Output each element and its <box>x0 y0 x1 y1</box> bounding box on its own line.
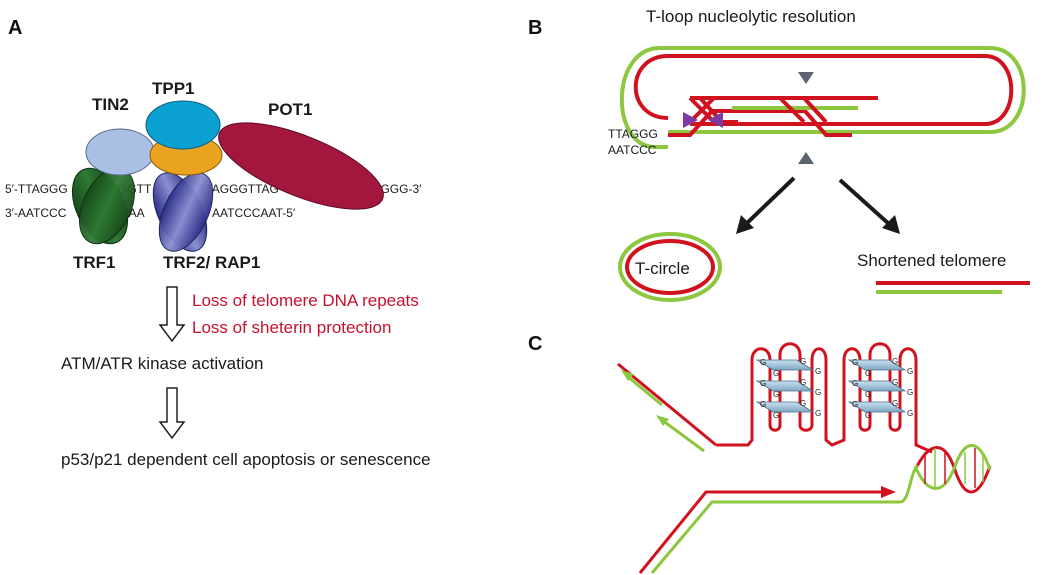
guanine-label: G <box>800 378 806 387</box>
purple-triangle-right <box>683 112 698 128</box>
bottom-red-arrowhead <box>881 486 896 498</box>
hollow-arrow-2 <box>158 387 186 440</box>
t-loop-green-loop <box>619 46 1026 149</box>
guanine-label: G <box>852 379 858 388</box>
sequence-top-fragment-1: 5′-TTAGGG <box>5 182 68 196</box>
guanine-label: G <box>773 411 779 420</box>
apoptosis-senescence-text: p53/p21 dependent cell apoptosis or sene… <box>61 450 431 469</box>
arrow-to-shortened-line <box>838 178 891 226</box>
left-green-strand-upper <box>626 374 663 407</box>
shortened-telomere-label: Shortened telomere <box>857 251 1006 270</box>
t-circle-red-ring <box>625 239 715 295</box>
g-quartet-plate <box>847 359 907 371</box>
sequence-bottom-fragment-3: AATCCCAAT-5′ <box>212 206 296 220</box>
panel-b: B T-loop nucleolytic resolution TTAGGG A… <box>528 7 1030 302</box>
bottom-green-strand <box>650 464 920 574</box>
t-circle-green-ring <box>618 232 722 302</box>
panel-b-letter: B <box>528 17 542 39</box>
bottom-red-strand <box>638 490 884 574</box>
g-quartet-plate <box>755 359 815 371</box>
trf2-rap1-label: TRF2/ RAP1 <box>163 253 260 272</box>
t-circle-label: T-circle <box>635 259 690 278</box>
guanine-label: G <box>852 400 858 409</box>
arrow-to-t-circle-head <box>736 215 754 234</box>
tpp1-label: TPP1 <box>152 79 195 98</box>
guanine-label: G <box>815 367 821 376</box>
g-quartet-plate <box>755 401 815 413</box>
g-quartet-plate <box>755 380 815 392</box>
guanine-label: G <box>800 357 806 366</box>
helix-green-strand <box>913 443 992 490</box>
guanine-label: G <box>852 358 858 367</box>
grey-triangle-top <box>798 72 814 84</box>
purple-triangle-left <box>708 112 723 128</box>
loss-shelterin-text: Loss of sheterin protection <box>192 318 391 337</box>
guanine-label: G <box>760 400 766 409</box>
pot1-shape <box>218 122 384 210</box>
t-loop-red-loop <box>633 54 1014 126</box>
arrow-to-shortened-head <box>882 215 900 234</box>
tin2-shape <box>85 128 155 176</box>
crossover-strand-left <box>690 96 738 124</box>
trf2-shape-2 <box>158 172 214 252</box>
guanine-label: G <box>815 409 821 418</box>
guanine-label: G <box>907 367 913 376</box>
guanine-label: G <box>892 399 898 408</box>
left-red-strand <box>617 362 717 447</box>
g-quadruplex-strand <box>716 342 933 454</box>
guanine-label: G <box>865 411 871 420</box>
panel-c-letter: C <box>528 333 542 355</box>
kinase-activation-text: ATM/ATR kinase activation <box>61 354 264 373</box>
guanine-label: G <box>760 379 766 388</box>
left-green-strand-lower <box>661 418 705 453</box>
guanine-label: G <box>907 409 913 418</box>
left-green-arrowhead-lower <box>656 415 669 426</box>
guanine-label: G <box>760 358 766 367</box>
panel-a-letter: A <box>8 17 22 39</box>
arrow-to-t-circle-line <box>744 176 796 226</box>
hollow-arrow-1 <box>158 286 186 343</box>
pot1-label: POT1 <box>268 100 312 119</box>
sequence-top-fragment-3: TTAGGGTTAG <box>198 182 279 196</box>
trf1-label: TRF1 <box>73 253 116 272</box>
panel-a: A 5′-TTAGGG GGTT TTAGGGTTAG GGTTAGGG-3′ … <box>5 17 431 469</box>
guanine-label: G <box>815 388 821 397</box>
guanine-label: G <box>907 388 913 397</box>
loss-repeats-text: Loss of telomere DNA repeats <box>192 291 419 310</box>
left-green-arrowhead-upper <box>621 370 634 381</box>
guanine-label: G <box>892 378 898 387</box>
crossover-x-right <box>778 96 828 124</box>
guanine-label: G <box>865 369 871 378</box>
shelterin-complex <box>71 100 384 252</box>
double-helix <box>913 443 992 494</box>
guanine-label: G <box>773 390 779 399</box>
panel-b-title: T-loop nucleolytic resolution <box>646 7 856 26</box>
tpp1-shape <box>145 100 221 150</box>
guanine-label: G <box>800 399 806 408</box>
g-quartet-plate <box>847 380 907 392</box>
guanine-label: G <box>773 369 779 378</box>
g-quartet-plate <box>847 401 907 413</box>
sequence-bottom-fragment-1: 3′-AATCCC <box>5 206 67 220</box>
guanine-label: G <box>892 357 898 366</box>
ttaggg-label: TTAGGG <box>608 127 658 141</box>
invading-red-strand <box>668 109 852 137</box>
grey-triangle-bottom <box>798 152 814 164</box>
guanine-label: G <box>865 390 871 399</box>
aatccc-label: AATCCC <box>608 143 657 157</box>
tin2-label: TIN2 <box>92 95 129 114</box>
